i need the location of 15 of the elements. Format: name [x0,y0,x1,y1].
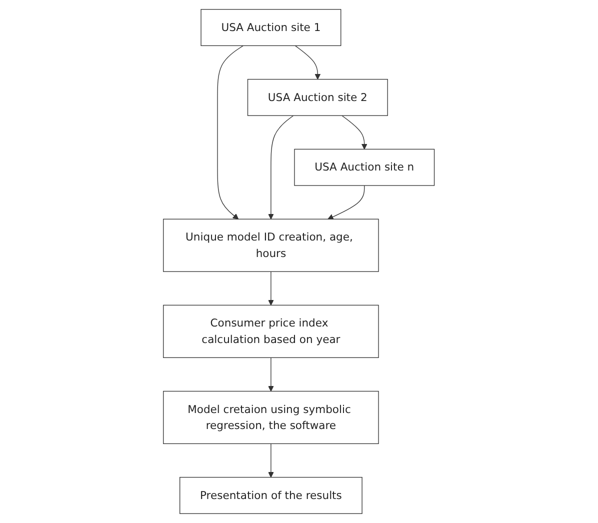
node-box: USA Auction site n [294,148,435,186]
node-box: USA Auction site 2 [248,78,388,116]
arrow [268,357,274,392]
node-box: Presentation of the results [180,476,363,514]
arrow [268,443,274,478]
arrow [342,115,368,150]
arrow [328,185,365,220]
arrow [217,45,244,220]
node-box: Unique model ID creation, age, hours [163,218,380,272]
node-box: Model cretaion using symbolic regression, the software [163,390,380,444]
node-box: Consumer price index calculation based on year [163,304,380,358]
arrow [268,115,294,220]
arrow [268,271,274,306]
node-box: USA Auction site 1 [200,9,342,46]
arrow [295,45,321,80]
